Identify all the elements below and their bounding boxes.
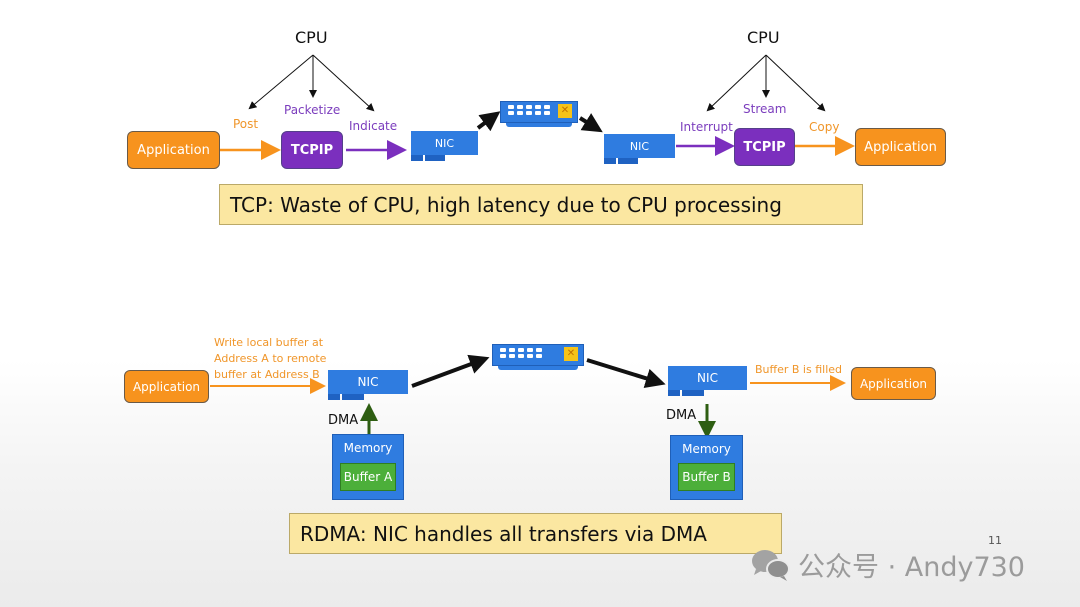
dma-label-left: DMA <box>328 413 359 428</box>
nic-label: NIC <box>357 375 379 389</box>
nic-box-rdma-right: NIC <box>668 366 747 396</box>
write-label: Write local buffer at Address A to remot… <box>214 335 326 383</box>
buffer-filled-label: Buffer B is filled <box>755 363 843 376</box>
nic-box-rdma-left: NIC <box>328 370 408 400</box>
memory-label: Memory <box>343 441 393 455</box>
switch-to-nic-arrow-rdma <box>586 358 666 389</box>
application-box-tcp-left: Application <box>127 131 220 169</box>
application-box-rdma-right: Application <box>851 367 936 400</box>
memory-label: Memory <box>682 442 731 456</box>
nic-box-tcp-right: NIC <box>604 134 675 164</box>
dma-label-right: DMA <box>666 408 697 423</box>
application-box-rdma-left: Application <box>124 370 209 403</box>
watermark-text: 公众号 · Andy730 <box>798 552 1025 583</box>
network-switch-icon-rdma: ✕ <box>492 344 584 372</box>
buffer-b: Buffer B <box>678 463 735 491</box>
nic-label: NIC <box>697 371 718 385</box>
tcp-caption: TCP: Waste of CPU, high latency due to C… <box>219 184 863 225</box>
write-label-line: Write local buffer at <box>214 336 324 349</box>
indicate-label: Indicate <box>349 119 398 133</box>
buffer-a: Buffer A <box>340 463 396 491</box>
nic-label: NIC <box>434 136 455 150</box>
application-box-tcp-right: Application <box>855 128 946 166</box>
memory-box-left: Memory Buffer A <box>332 434 404 500</box>
stream-label: Stream <box>743 102 787 116</box>
interrupt-label: Interrupt <box>680 120 733 134</box>
page-number: 11 <box>988 534 1002 547</box>
copy-label: Copy <box>809 120 840 134</box>
nic-to-switch-arrow-tcp <box>476 111 501 132</box>
watermark: 公众号 · Andy730 <box>750 545 1025 584</box>
write-label-line: Address A to remote <box>214 352 327 365</box>
cpu-label-left: CPU <box>295 28 328 47</box>
cpu-arrows-left <box>248 54 375 112</box>
nic-to-switch-arrow-rdma <box>411 354 490 388</box>
packetize-label: Packetize <box>284 103 341 117</box>
switch-to-nic-arrow-tcp <box>578 113 603 133</box>
cpu-arrows-right <box>706 54 826 112</box>
write-label-line: buffer at Address B <box>214 368 320 381</box>
tcpip-box-right: TCPIP <box>734 128 795 166</box>
post-label: Post <box>233 117 259 131</box>
network-switch-icon-tcp: ✕ <box>500 101 578 129</box>
nic-box-tcp-left: NIC <box>411 131 478 161</box>
nic-label: NIC <box>629 139 650 153</box>
tcpip-box-left: TCPIP <box>281 131 343 169</box>
rdma-caption: RDMA: NIC handles all transfers via DMA <box>289 513 782 554</box>
cpu-label-right: CPU <box>747 28 780 47</box>
memory-box-right: Memory Buffer B <box>670 435 743 500</box>
wechat-icon <box>752 549 790 581</box>
